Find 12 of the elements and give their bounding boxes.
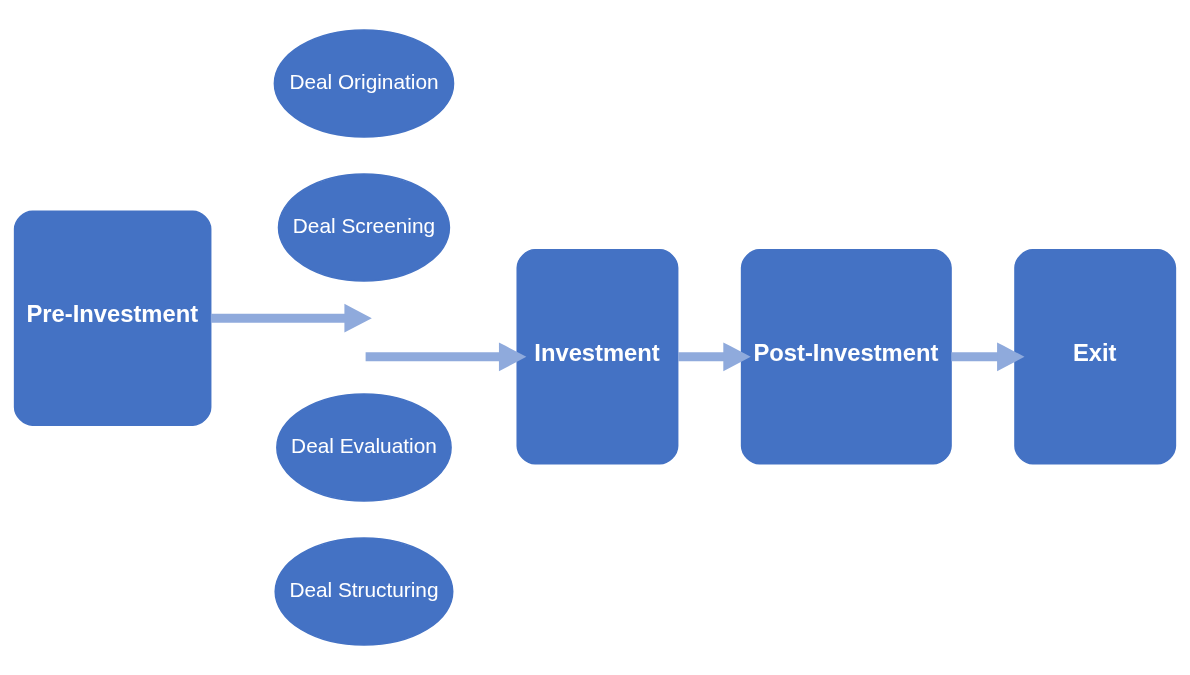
node-box: Pre-Investment	[13, 210, 212, 426]
arrow	[365, 342, 527, 372]
node-box: Exit	[1014, 249, 1177, 465]
node-box: Post-Investment	[740, 249, 952, 465]
arrow	[210, 303, 372, 333]
node-ellipse: Deal Evaluation	[276, 393, 452, 502]
node-ellipse: Deal Origination	[273, 29, 455, 138]
node-ellipse: Deal Screening	[277, 173, 451, 282]
node-box: Investment	[516, 249, 679, 465]
arrow	[951, 342, 1025, 372]
node-ellipse: Deal Structuring	[274, 537, 454, 646]
arrow	[678, 342, 751, 372]
